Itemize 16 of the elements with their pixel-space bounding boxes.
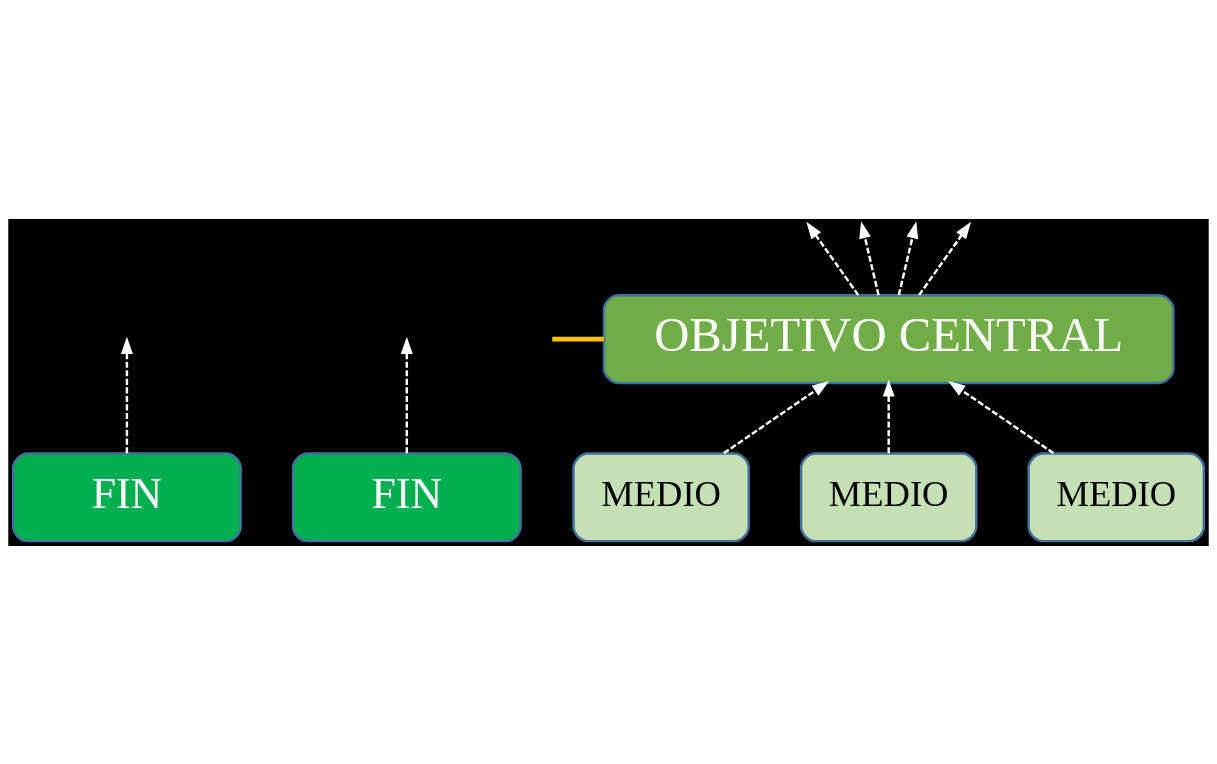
node-box: MEDIO: [799, 451, 978, 542]
arrow: [897, 220, 919, 295]
node-box: FIN: [11, 451, 242, 542]
arrow: [400, 336, 413, 453]
arrow: [859, 220, 880, 295]
arrow: [882, 379, 895, 453]
arrow: [723, 380, 830, 454]
node-box: OBJETIVO CENTRAL: [602, 293, 1175, 384]
arrow: [806, 221, 860, 296]
arrow: [918, 221, 972, 296]
node-box: MEDIO: [1027, 451, 1206, 542]
arrow: [120, 336, 133, 453]
node-box: FIN: [291, 451, 522, 542]
arrow: [948, 380, 1055, 454]
node-box: MEDIO: [572, 451, 750, 542]
connector: [552, 336, 604, 342]
